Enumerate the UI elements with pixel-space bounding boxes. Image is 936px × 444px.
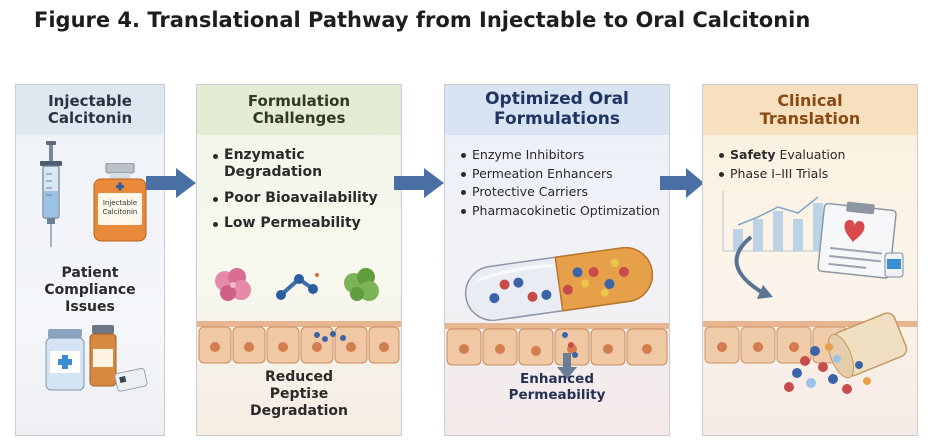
enhanced-permeability-label: Enhanced Permeability: [508, 371, 606, 404]
curved-arrow-icon: [734, 235, 773, 299]
spilled-pill-bottle-icon: [784, 312, 908, 394]
reduced-degradation-label: Reduced Peptiɜe Degradation: [249, 369, 349, 419]
epithelial-cells-icon: [445, 323, 669, 366]
panel-clinical-translation: Clinical Translation Safety Evaluation P…: [702, 84, 918, 436]
epithelial-cells-icon: [703, 321, 917, 364]
clinical-list: Safety Evaluation Phase I–III Trials: [717, 147, 913, 184]
optimized-list: Enzyme Inhibitors Permeation Enhancers P…: [459, 147, 665, 222]
heading-line: Challenges: [252, 109, 346, 127]
patient-compliance-label: Patient Compliance Issues: [44, 265, 136, 315]
panel-injectable-calcitonin: Injectable Calcitonin Injectable Calcito…: [15, 84, 165, 436]
heading-line: Formulation: [247, 91, 351, 110]
heading-line: Injectable: [48, 91, 132, 110]
vial-label-line: Calcitonin: [102, 207, 138, 216]
list-item: Enzymatic Degradation: [211, 147, 396, 181]
panel-formulation-challenges: Formulation Challenges Enzymatic Degrada…: [196, 84, 402, 436]
flow-arrow-icon: [394, 168, 444, 198]
heading-line: Translation: [759, 109, 861, 128]
flow-arrow-icon: [146, 168, 196, 198]
figure-title: Figure 4. Translational Pathway from Inj…: [34, 8, 811, 32]
clipboard-heart-icon: [817, 201, 904, 279]
panel-heading: Optimized Oral Formulations: [445, 85, 669, 135]
medicine-bottles-icon: [45, 325, 148, 392]
list-item: Phase I–III Trials: [717, 166, 913, 182]
list-item: Pharmacokinetic Optimization: [459, 203, 665, 219]
panel-heading: Injectable Calcitonin: [16, 85, 164, 135]
down-arrow-icon: [557, 353, 577, 379]
vial-icon: Injectable Calcitonin: [92, 163, 148, 243]
epithelial-cells-icon: [197, 321, 401, 364]
syringe-icon: [40, 141, 62, 247]
heading-line: Calcitonin: [47, 109, 133, 127]
flow-arrow-icon: [660, 168, 704, 198]
list-item: Poor Bioavailability: [211, 190, 396, 207]
list-item: Permeation Enhancers: [459, 166, 665, 182]
list-item: Low Permeability: [211, 215, 396, 232]
heading-line: Clinical: [777, 90, 843, 110]
heading-line: Optimized Oral: [485, 89, 629, 110]
list-item: Protective Carriers: [459, 184, 665, 200]
panel-optimized-oral-formulations: Optimized Oral Formulations Enzyme Inhib…: [444, 84, 670, 436]
list-item: Safety Evaluation: [717, 147, 913, 163]
panel-heading: Clinical Translation: [703, 85, 917, 135]
peptide-molecule-icon: [276, 273, 319, 300]
challenges-list: Enzymatic Degradation Poor Bioavailabili…: [211, 147, 396, 241]
panel-heading: Formulation Challenges: [197, 85, 401, 135]
list-item: Enzyme Inhibitors: [459, 147, 665, 163]
heading-line: Formulations: [494, 109, 620, 129]
vial-label-line: Injectable: [102, 199, 138, 207]
bar-chart-icon: [722, 191, 827, 252]
enzyme-blob-icon: [215, 268, 251, 301]
capsule-icon: [464, 247, 654, 321]
enzyme-blob-icon: [344, 268, 379, 301]
